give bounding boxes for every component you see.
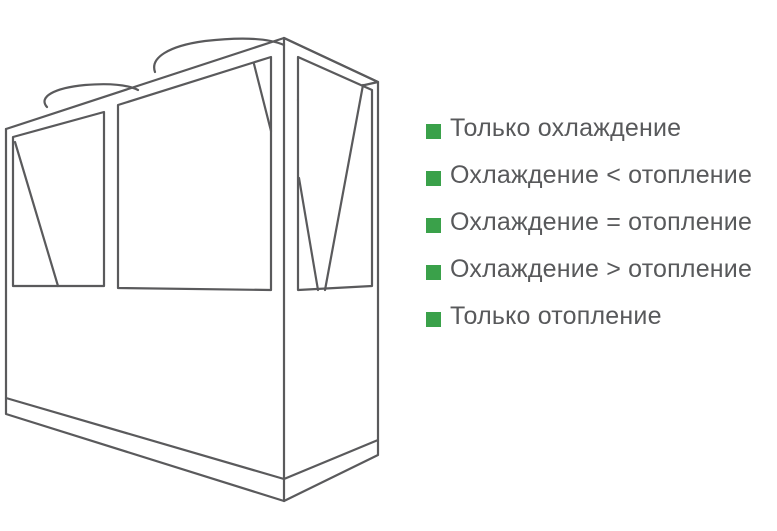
legend-item-heating-only: Только отопление: [426, 301, 771, 332]
coil-panel-side-fold-b: [323, 83, 365, 292]
unit-base-side: [282, 438, 380, 503]
legend-label: Охлаждение > отопление: [450, 255, 753, 283]
legend-item-cooling-less-than-heating: Охлаждение < отопление: [426, 160, 771, 191]
green-square-icon: [426, 171, 441, 186]
green-square-icon: [426, 312, 441, 327]
coil-panel-side-fold-a: [297, 176, 320, 292]
legend-label: Охлаждение < отопление: [450, 161, 753, 189]
coil-panel-right: [116, 55, 273, 292]
coil-panel-left: [11, 110, 106, 288]
fan-cover-rear: [153, 37, 286, 74]
unit-front-face: [4, 36, 286, 481]
coil-panel-side: [296, 55, 374, 292]
unit-side-face: [282, 36, 380, 481]
legend-label: Охлаждение = отопление: [450, 208, 753, 236]
legend-item-cooling-only: Только охлаждение: [426, 113, 771, 144]
green-square-icon: [426, 218, 441, 233]
green-square-icon: [426, 124, 441, 139]
legend-item-cooling-greater-than-heating: Охлаждение > отопление: [426, 254, 771, 285]
legend-item-cooling-equals-heating: Охлаждение = отопление: [426, 207, 771, 238]
unit-base-front: [4, 396, 286, 503]
coil-panel-right-fold: [252, 62, 273, 133]
mode-legend: Только охлаждение Охлаждение < отопление…: [426, 113, 771, 348]
fan-cover-front: [43, 83, 140, 109]
green-square-icon: [426, 265, 441, 280]
coil-panel-left-fold: [13, 140, 60, 288]
legend-label: Только отопление: [450, 302, 662, 330]
chiller-unit-illustration: [4, 36, 380, 503]
legend-label: Только охлаждение: [450, 114, 682, 142]
